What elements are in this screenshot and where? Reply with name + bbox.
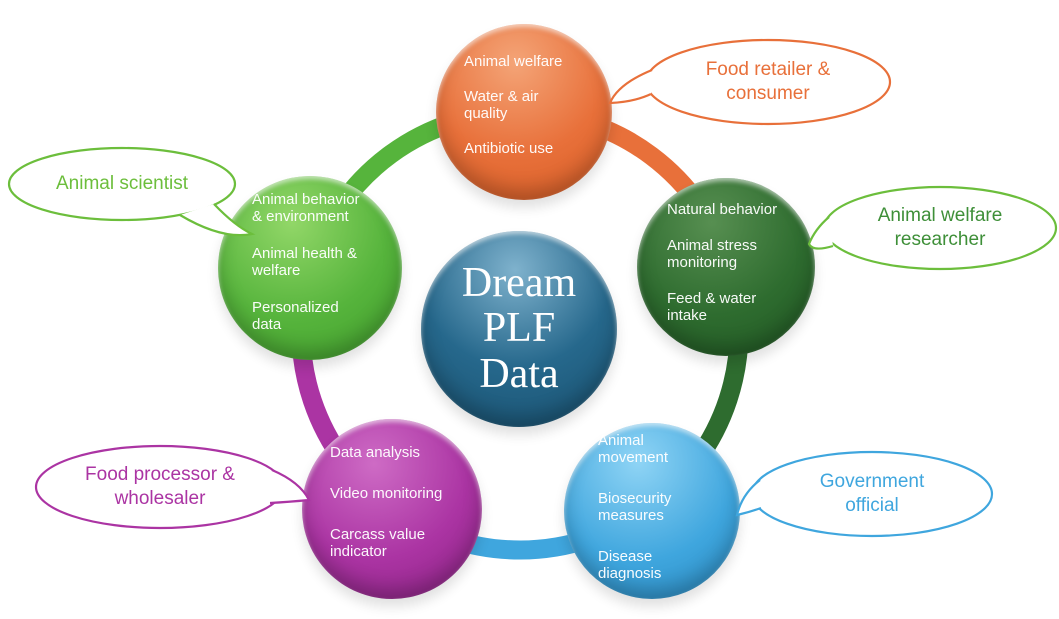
topic-item: Natural behavior [667, 201, 778, 218]
topic-list: Animal welfare Water & air quality Antib… [436, 24, 576, 158]
topic-item: Animal welfare [464, 53, 563, 70]
topic-circle-food-retailer: Animal welfare Water & air quality Antib… [436, 24, 612, 200]
callout-tail-government-official [735, 479, 762, 517]
center-circle-dream-plf-data: Dream PLF Data [421, 231, 617, 427]
topic-item: Water & air quality [464, 87, 539, 122]
center-title-line: PLF [482, 305, 556, 352]
topic-circle-food-processor: Data analysis Video monitoring Carcass v… [302, 419, 482, 599]
callout-label-animal-scientist: Animal scientist [56, 173, 188, 194]
topic-item: Animal behavior & environment [252, 191, 360, 225]
topic-item: Animal movement [598, 432, 669, 466]
topic-item: Disease diagnosis [598, 547, 662, 582]
topic-item: Antibiotic use [464, 139, 554, 157]
center-title-line: Dream [461, 259, 577, 306]
callout-label-government-official: Government official [819, 471, 925, 517]
callout-tail-food-retailer [608, 68, 653, 105]
topic-circle-welfare-researcher: Natural behavior Animal stress monitorin… [637, 178, 815, 356]
topic-item: Data analysis [330, 444, 421, 461]
topic-item: Personalized data [252, 298, 339, 333]
topic-item: Video monitoring [330, 484, 443, 502]
center-title-line: Data [479, 350, 559, 397]
callout-label-food-retailer: Food retailer & consumer [705, 59, 831, 105]
topic-list: Animal behavior & environment Animal hea… [218, 176, 368, 334]
topic-item: Animal health & welfare [252, 244, 358, 279]
topic-item: Carcass value indicator [330, 525, 426, 560]
topic-list: Natural behavior Animal stress monitorin… [637, 178, 789, 325]
topic-circle-government-official: Animal movement Biosecurity measures Dis… [564, 423, 740, 599]
topic-list: Animal movement Biosecurity measures Dis… [564, 423, 704, 583]
topic-circle-animal-scientist: Animal behavior & environment Animal hea… [218, 176, 402, 360]
topic-item: Biosecurity measures [598, 489, 672, 524]
topic-item: Feed & water intake [667, 289, 757, 324]
topic-item: Animal stress monitoring [667, 236, 758, 271]
topic-list: Data analysis Video monitoring Carcass v… [302, 419, 458, 561]
callout-tail-welfare-researcher [807, 216, 834, 250]
callout-label-welfare-researcher: Animal welfare researcher [877, 205, 1003, 251]
callout-label-food-processor: Food processor & wholesaler [85, 464, 235, 510]
